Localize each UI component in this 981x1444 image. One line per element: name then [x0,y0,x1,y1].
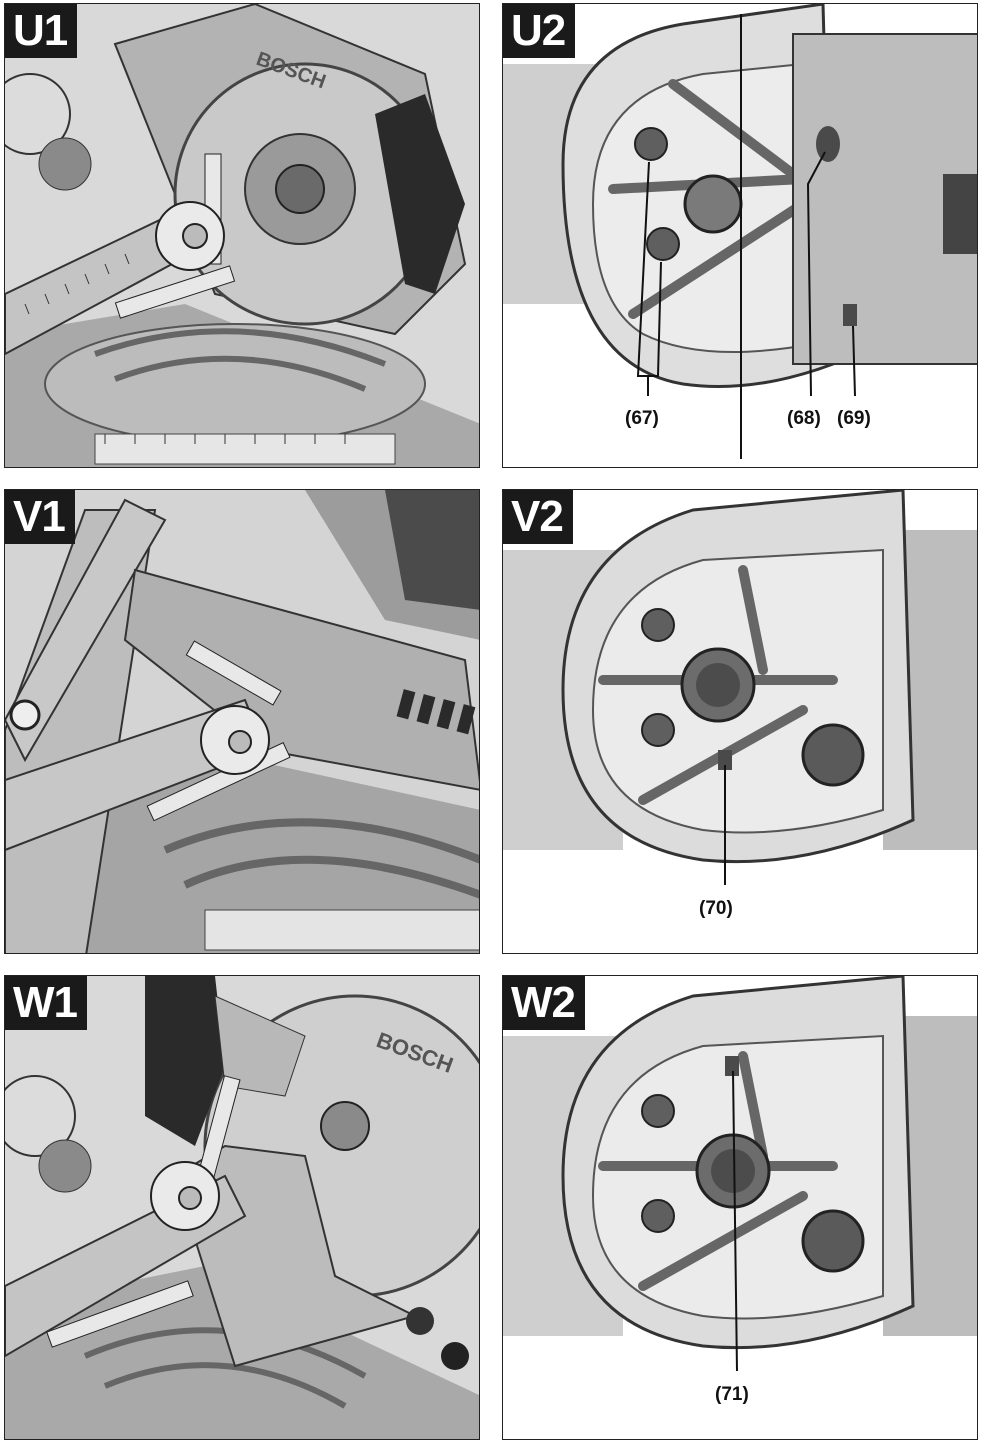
panel-label-v1: V1 [5,490,75,544]
illustration-w1-blade-bevel-square: BOSCH [5,976,479,1439]
callout-70: (70) [699,898,733,919]
panel-label-v2: V2 [503,490,573,544]
panel-label-w2: W2 [503,976,585,1030]
panel-v2: V2 (70) [502,489,978,954]
panel-u2: U2 (67) (68) (69) [502,3,978,468]
illustration-u1-miter-saw-blade-square: BOSCH [5,4,479,467]
callout-67: (67) [625,408,659,429]
illustration-v1-bevel-square-check [5,490,479,953]
callout-71: (71) [715,1384,749,1405]
panel-w1: W1 BOSCH [4,975,480,1440]
illustration-w2-bevel-adjust [503,976,977,1439]
panel-v1: V1 [4,489,480,954]
panel-label-w1: W1 [5,976,87,1030]
panel-label-u2: U2 [503,4,576,58]
panel-w2: W2 (71) [502,975,978,1440]
illustration-u2-bevel-stop-screws [503,4,977,467]
panel-label-u1: U1 [5,4,78,58]
callout-68: (68) [787,408,821,429]
callout-69: (69) [837,408,871,429]
panel-u1: U1 BOSCH [4,3,480,468]
illustration-v2-bevel-adjust [503,490,977,953]
